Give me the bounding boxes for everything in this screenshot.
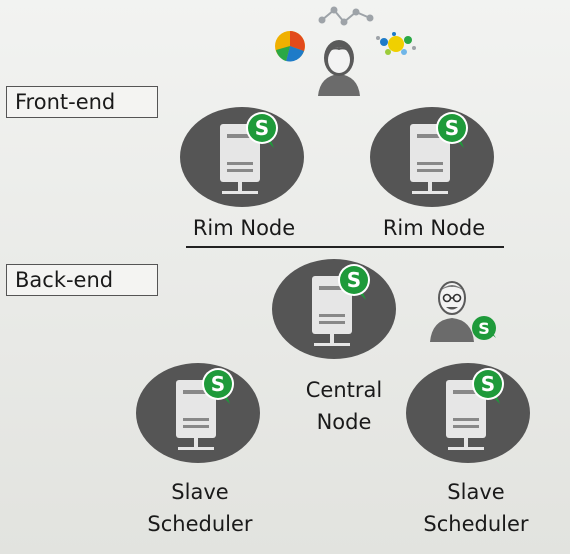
s-badge-icon: S bbox=[472, 368, 504, 404]
s-badge-icon: S bbox=[246, 112, 278, 148]
backend-label-text: Back-end bbox=[15, 268, 114, 292]
rim-node-1: S bbox=[176, 104, 312, 210]
rim-node-2-label: Rim Node bbox=[382, 216, 486, 240]
rim-node-2: S bbox=[366, 104, 502, 210]
slave-scheduler-1-label: Slave Scheduler bbox=[130, 478, 270, 538]
badge-letter: S bbox=[445, 116, 459, 140]
slave-scheduler-2: S bbox=[402, 360, 538, 466]
central-node-label: Central Node bbox=[290, 376, 398, 436]
backend-section-label: Back-end bbox=[6, 264, 158, 296]
s-badge-icon: S bbox=[338, 264, 370, 300]
slave-scheduler-2-label: Slave Scheduler bbox=[406, 478, 546, 538]
rim-node-1-label: Rim Node bbox=[192, 216, 296, 240]
admin-badge-letter: S bbox=[478, 319, 490, 338]
bubble-chart-icon bbox=[372, 30, 420, 64]
central-node: S bbox=[268, 256, 404, 362]
pie-chart-icon bbox=[270, 28, 310, 68]
s-badge-icon: S bbox=[436, 112, 468, 148]
slave-scheduler-1-label-line2: Scheduler bbox=[147, 512, 253, 536]
badge-letter: S bbox=[255, 116, 269, 140]
badge-letter: S bbox=[347, 268, 361, 292]
slave-scheduler-1-label-line1: Slave bbox=[171, 480, 229, 504]
line-chart-icon bbox=[318, 2, 376, 32]
central-node-label-line2: Node bbox=[316, 410, 372, 434]
badge-letter: S bbox=[211, 372, 225, 396]
badge-letter: S bbox=[481, 372, 495, 396]
frontend-backend-divider bbox=[186, 246, 504, 248]
slave-scheduler-2-label-line2: Scheduler bbox=[423, 512, 529, 536]
slave-scheduler-2-label-line1: Slave bbox=[447, 480, 505, 504]
frontend-section-label: Front-end bbox=[6, 86, 158, 118]
s-badge-icon: S bbox=[202, 368, 234, 404]
admin-user-icon: S bbox=[428, 276, 504, 348]
central-node-label-line1: Central bbox=[305, 378, 383, 402]
frontend-label-text: Front-end bbox=[15, 90, 116, 114]
user-icon bbox=[312, 38, 366, 100]
slave-scheduler-1: S bbox=[132, 360, 268, 466]
